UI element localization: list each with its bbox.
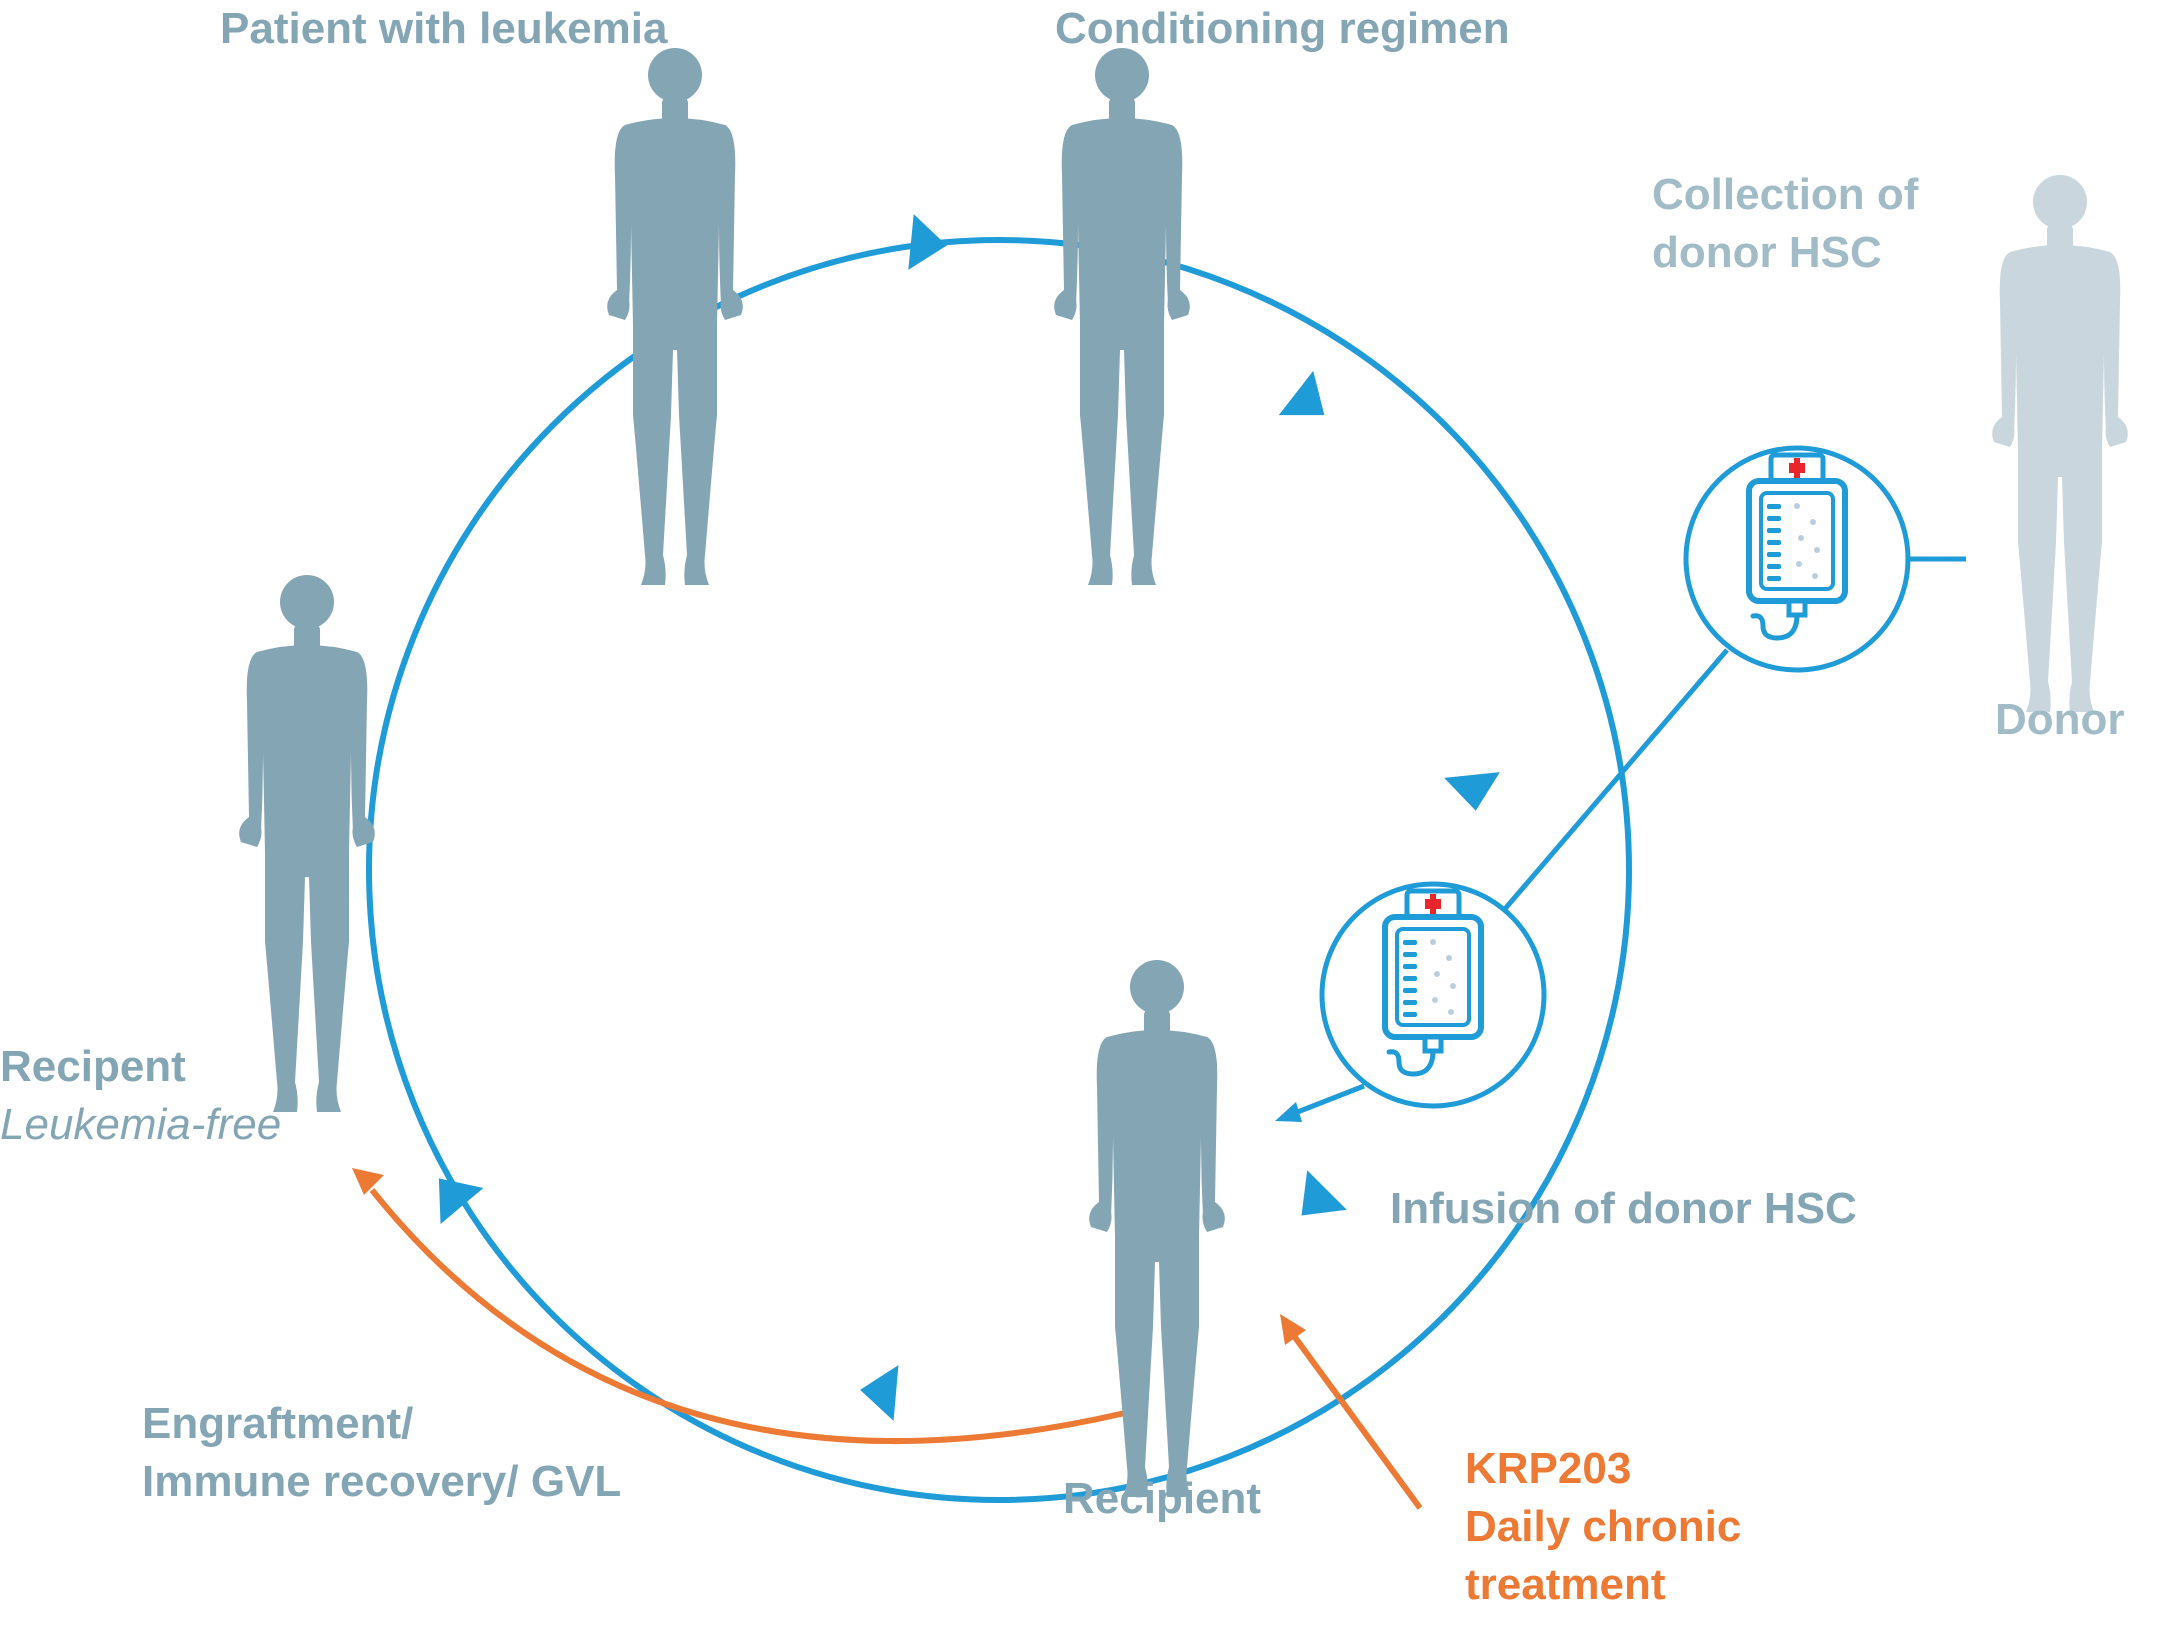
- cycle-arrowhead: [1444, 772, 1500, 811]
- label-recipient: Recipient: [1063, 1470, 1261, 1528]
- engraftment-arrowhead: [352, 1168, 384, 1195]
- label-engraftment-line: Immune recovery/ GVL: [142, 1457, 622, 1506]
- treatment-arrowhead: [1280, 1314, 1306, 1345]
- label-engraftment-line: Engraftment/: [142, 1399, 414, 1448]
- label-recipient-free-status: Leukemia-free: [0, 1100, 282, 1149]
- label-recipient-free: Recipent Leukemia-free: [0, 1038, 281, 1154]
- label-donor: Donor: [1995, 691, 2125, 749]
- label-donor-text: Donor: [1995, 695, 2125, 744]
- label-treatment: KRP203 Daily chronic treatment: [1465, 1440, 1741, 1614]
- label-conditioning: Conditioning regimen: [1055, 0, 1510, 58]
- label-infusion-text: Infusion of donor HSC: [1390, 1184, 1857, 1233]
- human-silhouette-icon: [607, 48, 743, 585]
- label-treatment-line: Daily chronic: [1465, 1502, 1742, 1551]
- cycle-arrowheads: [438, 214, 1500, 1421]
- cycle-arrowhead: [1301, 1170, 1347, 1216]
- label-recipient-free-text: Recipent: [0, 1042, 186, 1091]
- human-silhouette-icon: [1054, 48, 1190, 585]
- cycle-arrowhead: [860, 1365, 899, 1421]
- cycle-arrowhead: [908, 214, 947, 270]
- label-engraftment: Engraftment/ Immune recovery/ GVL: [142, 1395, 621, 1511]
- label-collection-line: donor HSC: [1652, 228, 1882, 277]
- label-recipient-text: Recipient: [1063, 1474, 1262, 1523]
- label-patient-text: Patient with leukemia: [220, 4, 668, 53]
- engraftment-arrow: [369, 1188, 1126, 1444]
- label-collection: Collection of donor HSC: [1652, 166, 1918, 282]
- infusion-arrow-line: [1294, 1083, 1365, 1116]
- cycle-arrowhead: [438, 1178, 484, 1224]
- label-conditioning-text: Conditioning regimen: [1055, 4, 1510, 53]
- label-patient: Patient with leukemia: [220, 0, 667, 58]
- label-treatment-line: treatment: [1465, 1560, 1666, 1609]
- collection-connector: [1502, 648, 1729, 912]
- human-silhouette-icon: [239, 575, 375, 1112]
- cycle-arrowhead: [1278, 370, 1325, 416]
- label-treatment-line: KRP203: [1465, 1444, 1632, 1493]
- treatment-arrow-line: [1291, 1334, 1423, 1510]
- cycle-ring: [366, 237, 1632, 1503]
- infusion-arrowhead: [1275, 1102, 1302, 1122]
- label-infusion: Infusion of donor HSC: [1390, 1180, 1857, 1238]
- human-silhouette-icon: [1992, 175, 2128, 712]
- label-collection-line: Collection of: [1652, 170, 1919, 219]
